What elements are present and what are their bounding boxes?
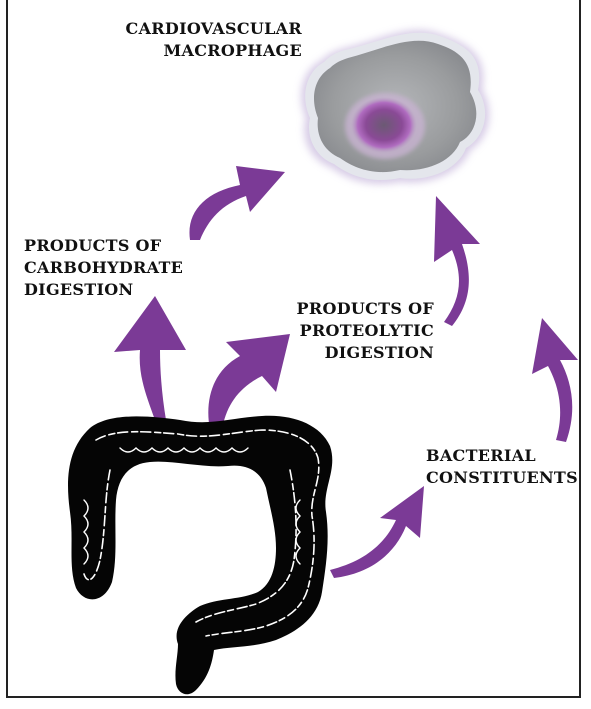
arrow-intestine-to-bacterial (330, 486, 424, 578)
arrow-carbohydrate-to-macrophage (189, 166, 285, 240)
bacterial-label: BACTERIAL CONSTITUENTS (426, 445, 578, 489)
carbohydrate-label-line-1: PRODUCTS OF (24, 235, 183, 257)
colon-silhouette (68, 416, 332, 695)
proteolytic-label-line-2: PROTEOLYTIC (244, 320, 434, 342)
carbohydrate-label-line-2: CARBOHYDRATE (24, 257, 183, 279)
proteolytic-label-line-1: PRODUCTS OF (244, 298, 434, 320)
colon-icon (68, 416, 332, 695)
arrow-bacterial-to-macrophage (532, 318, 578, 442)
proteolytic-label-line-3: DIGESTION (244, 342, 434, 364)
macrophage-nucleus (351, 97, 417, 153)
macrophage-cell-icon (301, 30, 489, 184)
bacterial-label-line-2: CONSTITUENTS (426, 467, 578, 489)
carbohydrate-label-line-3: DIGESTION (24, 279, 183, 301)
macrophage-label: CARDIOVASCULAR MACROPHAGE (92, 18, 302, 62)
bacterial-label-line-1: BACTERIAL (426, 445, 578, 467)
carbohydrate-label: PRODUCTS OF CARBOHYDRATE DIGESTION (24, 235, 183, 301)
macrophage-label-line-1: CARDIOVASCULAR (92, 18, 302, 40)
arrow-proteolytic-to-macrophage (434, 196, 480, 326)
macrophage-label-line-2: MACROPHAGE (92, 40, 302, 62)
arrow-intestine-to-carbohydrate (114, 296, 186, 420)
proteolytic-label: PRODUCTS OF PROTEOLYTIC DIGESTION (244, 298, 434, 364)
